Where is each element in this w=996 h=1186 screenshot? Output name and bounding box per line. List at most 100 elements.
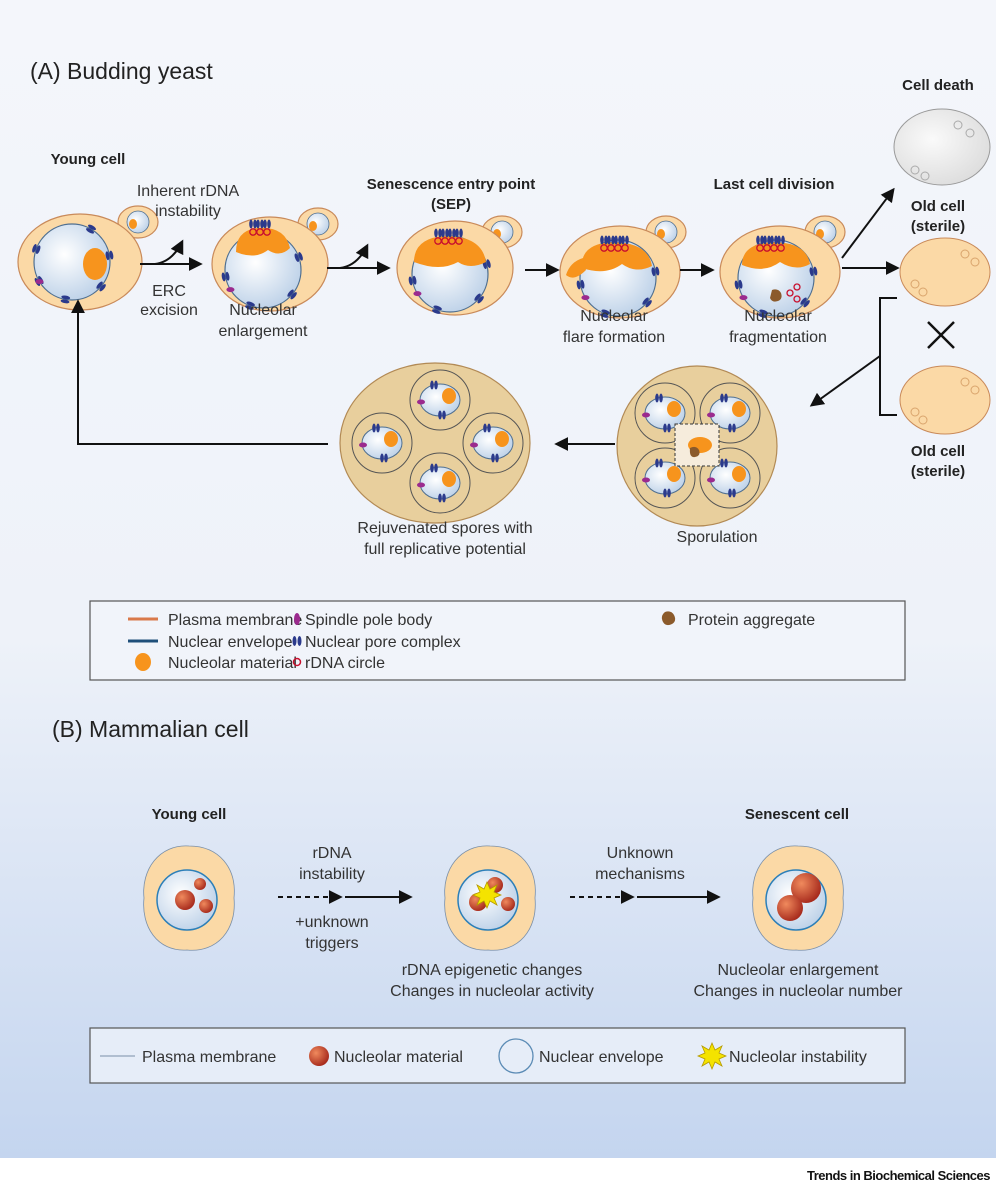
npc-part bbox=[728, 423, 732, 433]
npc-part bbox=[434, 380, 438, 390]
npc-part bbox=[486, 259, 491, 269]
nuclear-pore-complex-icon bbox=[483, 423, 491, 433]
nucleolus bbox=[732, 401, 746, 417]
rdna-circle-icon bbox=[786, 289, 794, 297]
spindle-pole-body-icon bbox=[470, 442, 478, 448]
npc-part bbox=[738, 279, 743, 289]
legend-label: Plasma membrane bbox=[168, 612, 302, 629]
nuclear-pore-complex-icon bbox=[720, 458, 728, 468]
label-old-cell: (sterile) bbox=[911, 463, 965, 480]
legend-label: Nuclear envelope bbox=[539, 1049, 664, 1066]
nuclear-pore-complex-icon bbox=[642, 297, 652, 308]
legend-label: Nucleolar instability bbox=[729, 1049, 867, 1066]
nucleolus bbox=[791, 873, 821, 903]
npc-part bbox=[800, 297, 807, 305]
npc-part bbox=[86, 228, 94, 234]
npc-part bbox=[580, 279, 585, 289]
legend-spindle-pole-body-icon bbox=[294, 613, 300, 625]
npc-part bbox=[618, 235, 622, 245]
npc-part bbox=[614, 235, 618, 245]
panel-b-title: (B) Mammalian cell bbox=[52, 716, 249, 742]
npc-part bbox=[99, 284, 106, 292]
bud-scar bbox=[970, 257, 980, 267]
npc-part bbox=[294, 253, 300, 262]
npc-part bbox=[763, 235, 767, 245]
fragmented-cell bbox=[719, 215, 846, 319]
nucleolus bbox=[175, 890, 195, 910]
label-cell-death: Cell death bbox=[902, 77, 974, 94]
npc-part bbox=[491, 453, 495, 463]
spore-wall bbox=[699, 447, 761, 509]
spore-wall bbox=[462, 412, 524, 474]
nucleolus bbox=[777, 895, 803, 921]
label-enlargement: Nucleolar bbox=[229, 302, 297, 319]
nucleolus bbox=[667, 401, 681, 417]
legend-rdna-circle-icon bbox=[292, 657, 302, 667]
nucleolus bbox=[414, 236, 486, 267]
label-rdna: rDNA bbox=[312, 845, 351, 862]
legend-label: Spindle pole body bbox=[305, 612, 432, 629]
rdna-circle-icon bbox=[777, 244, 785, 252]
npc-part bbox=[88, 224, 96, 231]
npc-part bbox=[642, 297, 649, 305]
npc-part bbox=[430, 380, 434, 390]
arrow-return bbox=[71, 299, 328, 445]
npc-part bbox=[483, 423, 487, 433]
npc-part bbox=[777, 235, 781, 245]
nuclear-pore-complex-icon bbox=[263, 219, 271, 229]
npc-part bbox=[655, 458, 659, 468]
label-erc: excision bbox=[140, 302, 198, 319]
spindle-pole-body-icon bbox=[35, 279, 44, 285]
sep-cell bbox=[396, 215, 523, 316]
npc-part bbox=[412, 275, 417, 285]
npc-part bbox=[432, 309, 441, 314]
nuclear-pore-complex-icon bbox=[734, 279, 743, 290]
npc-part bbox=[734, 280, 739, 290]
nuclear-pore-complex-icon bbox=[576, 279, 585, 290]
label-spores: full replicative potential bbox=[364, 541, 526, 558]
spore-wall bbox=[699, 382, 761, 444]
dead-cell bbox=[893, 108, 991, 186]
nuclear-pore-complex-icon bbox=[249, 219, 257, 229]
npc-part bbox=[663, 488, 667, 498]
label-spores: Rejuvenated spores with bbox=[357, 520, 532, 537]
protein-aggregate-icon bbox=[689, 446, 700, 458]
bud-scar bbox=[918, 415, 928, 425]
nuclear-pore-complex-icon bbox=[621, 235, 629, 245]
spore-wall bbox=[351, 412, 413, 474]
nuclear-pore-complex-icon bbox=[607, 235, 615, 245]
nuclear-pore-complex-icon bbox=[221, 271, 230, 282]
nuclear-pore-complex-icon bbox=[105, 250, 114, 261]
label-flare: Nucleolar bbox=[580, 308, 648, 325]
npc-part bbox=[625, 235, 629, 245]
npc-part bbox=[434, 228, 438, 238]
npc-part bbox=[459, 228, 463, 238]
cross-icon bbox=[927, 321, 955, 349]
nucleolus bbox=[501, 897, 515, 911]
nuclear-pore-complex-icon bbox=[614, 235, 622, 245]
bud-scar bbox=[918, 287, 928, 297]
nucleolus bbox=[442, 388, 456, 404]
label-senescent-cell: Senescent cell bbox=[745, 806, 849, 823]
legend-label: Nuclear pore complex bbox=[305, 634, 461, 651]
nucleolus bbox=[667, 466, 681, 482]
npc-part bbox=[96, 281, 103, 289]
nuclear-pore-complex-icon bbox=[800, 297, 810, 308]
nuclear-pore-complex-icon bbox=[245, 301, 255, 310]
nuclear-pore-complex-icon bbox=[86, 224, 96, 234]
nucleolar-flare bbox=[566, 258, 586, 278]
nuclear-pore-complex-icon bbox=[663, 423, 671, 433]
label-rdna: instability bbox=[299, 866, 365, 883]
npc-part bbox=[455, 228, 459, 238]
nuclear-pore-complex-icon bbox=[408, 275, 417, 286]
npc-part bbox=[813, 266, 818, 276]
plasma-membrane bbox=[893, 108, 991, 186]
npc-part bbox=[445, 228, 449, 238]
label-sep: Senescence entry point bbox=[367, 176, 535, 193]
plasma-membrane bbox=[899, 365, 991, 435]
npc-part bbox=[758, 313, 767, 318]
nuclear-pore-complex-icon bbox=[655, 458, 663, 468]
npc-part bbox=[452, 228, 456, 238]
young-mammalian-cell bbox=[143, 845, 235, 951]
label-unknown: Unknown bbox=[607, 845, 674, 862]
